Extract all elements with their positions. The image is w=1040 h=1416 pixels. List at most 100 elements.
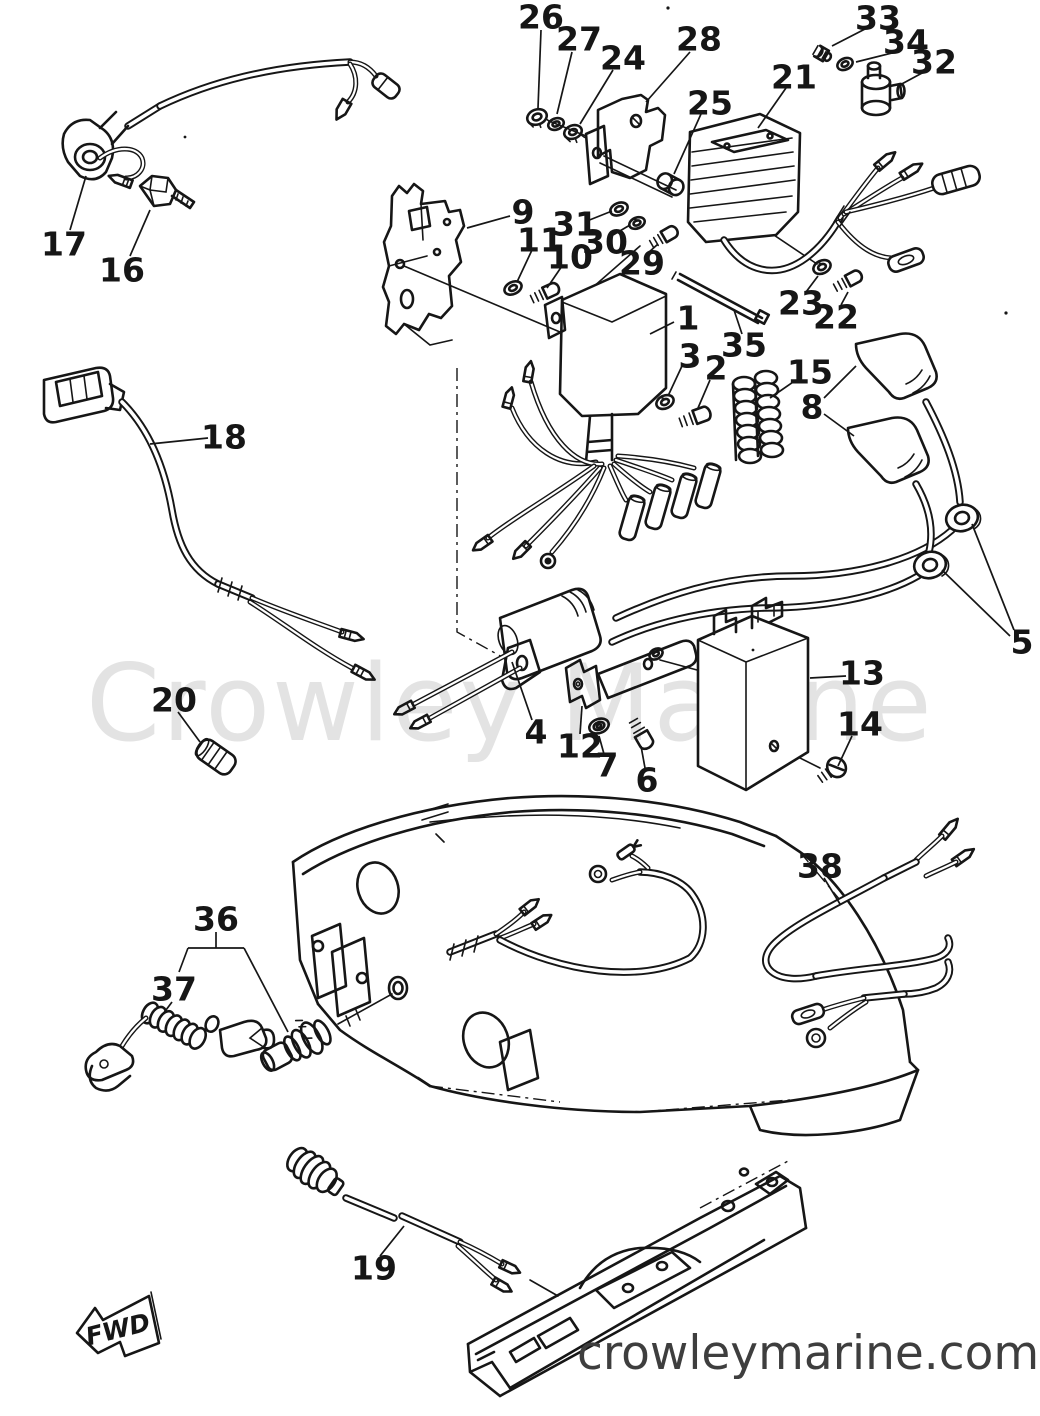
sleeve-stack-15-drawing: [731, 369, 785, 465]
svg-text:18: 18: [201, 418, 247, 457]
bolt-2: [678, 405, 712, 428]
svg-text:3: 3: [679, 337, 702, 376]
svg-text:10: 10: [547, 238, 593, 277]
callout-17: 17: [41, 175, 87, 264]
svg-text:8: 8: [801, 388, 824, 427]
ignition-coil-4-drawing: [392, 587, 602, 730]
callout-32: 32: [897, 43, 957, 87]
svg-text:23: 23: [778, 284, 824, 323]
callout-15: 15: [769, 353, 833, 399]
bullet-connector: [107, 173, 134, 190]
fwd-arrow: FWD: [75, 1291, 162, 1358]
cylindrical-connector: [371, 72, 401, 100]
svg-text:20: 20: [151, 681, 197, 720]
bolt-10: [529, 281, 561, 304]
callout-23: 23: [778, 275, 824, 323]
callout-26: 26: [518, 0, 564, 109]
plug-cap-8a-drawing: [854, 332, 938, 401]
bracket-28-drawing: [584, 93, 667, 186]
plug-cap-8b-drawing: [846, 416, 930, 485]
callout-22: 22: [813, 291, 859, 337]
callout-19: 19: [351, 1225, 405, 1288]
collar-25: [656, 172, 685, 197]
svg-text:19: 19: [351, 1249, 397, 1288]
svg-text:11: 11: [517, 221, 563, 260]
screw-14: [817, 756, 848, 783]
svg-text:30: 30: [582, 223, 628, 262]
clamp-12-drawing: [564, 639, 698, 710]
callout-36: 36: [178, 900, 289, 1033]
svg-text:4: 4: [525, 713, 548, 752]
nut-26: [525, 107, 550, 129]
lead-wire-17-drawing: [61, 58, 401, 190]
callout-9: 9: [466, 193, 535, 232]
cable-tie-35-drawing: [671, 271, 771, 326]
callout-30: 30: [582, 223, 631, 262]
svg-text:12: 12: [557, 727, 603, 766]
svg-text:33: 33: [855, 0, 901, 38]
callout-3: 3: [667, 337, 702, 397]
bolt-22: [832, 269, 864, 292]
callout-38: 38: [797, 847, 843, 905]
callout-layer: 1234567891011121314151617181920212223242…: [41, 0, 1033, 1288]
svg-text:2: 2: [705, 349, 728, 388]
callout-14: 14: [837, 705, 883, 767]
terminal-cap: [618, 494, 646, 542]
svg-text:15: 15: [787, 353, 833, 392]
callout-37: 37: [151, 970, 197, 1019]
svg-text:38: 38: [797, 847, 843, 886]
callout-6: 6: [636, 745, 659, 800]
callout-4: 4: [511, 661, 548, 752]
callout-18: 18: [149, 418, 247, 457]
cdi-unit-1-drawing: [471, 272, 722, 570]
mount-rail-drawing: [466, 1159, 808, 1398]
rectifier-21-drawing: [686, 112, 844, 275]
callout-8: 8: [801, 365, 857, 437]
svg-text:17: 17: [41, 225, 87, 264]
washer-11: [503, 280, 523, 296]
callout-12: 12: [557, 705, 603, 766]
terminal-cap: [644, 483, 672, 531]
cover-13-drawing: [696, 596, 810, 792]
rectifier-harness-drawing: [833, 150, 981, 274]
callout-34: 34: [855, 23, 929, 63]
svg-text:24: 24: [600, 39, 646, 78]
callout-28: 28: [645, 20, 722, 103]
grommet-washer-7: [588, 717, 610, 735]
callout-7: 7: [596, 735, 619, 785]
svg-text:9: 9: [512, 193, 535, 232]
callout-31: 31: [552, 205, 613, 244]
svg-text:27: 27: [556, 20, 602, 59]
callout-21: 21: [757, 58, 817, 129]
callout-13: 13: [809, 654, 885, 693]
svg-text:26: 26: [518, 0, 564, 37]
svg-text:16: 16: [99, 251, 145, 290]
callout-25: 25: [673, 84, 733, 175]
svg-text:21: 21: [771, 58, 817, 97]
svg-text:28: 28: [676, 20, 722, 59]
svg-text:5: 5: [1011, 623, 1034, 662]
grommet-5b-drawing: [912, 550, 950, 580]
bolt-29: [648, 224, 679, 249]
lanyard-37-drawing: [84, 1001, 276, 1092]
bracket-9-drawing: [381, 182, 466, 346]
svg-text:6: 6: [636, 761, 659, 800]
thermo-switch-16-drawing: [138, 174, 196, 210]
cap-32-drawing: [860, 61, 906, 117]
callout-10: 10: [546, 238, 593, 289]
spark-plug-wires-drawing: [608, 398, 964, 646]
washer-27: [546, 116, 566, 132]
callout-1: 1: [649, 299, 699, 338]
lock-washer-30: [628, 215, 646, 231]
callout-33: 33: [831, 0, 901, 47]
callout-20: 20: [151, 681, 201, 743]
grommet-5a-drawing: [944, 503, 982, 533]
svg-text:22: 22: [813, 298, 859, 337]
callout-24: 24: [579, 39, 646, 125]
nut-24: [562, 123, 586, 144]
harness-38-drawing: [762, 817, 976, 1049]
lead-18-drawing: [42, 366, 376, 681]
svg-text:7: 7: [596, 746, 619, 785]
